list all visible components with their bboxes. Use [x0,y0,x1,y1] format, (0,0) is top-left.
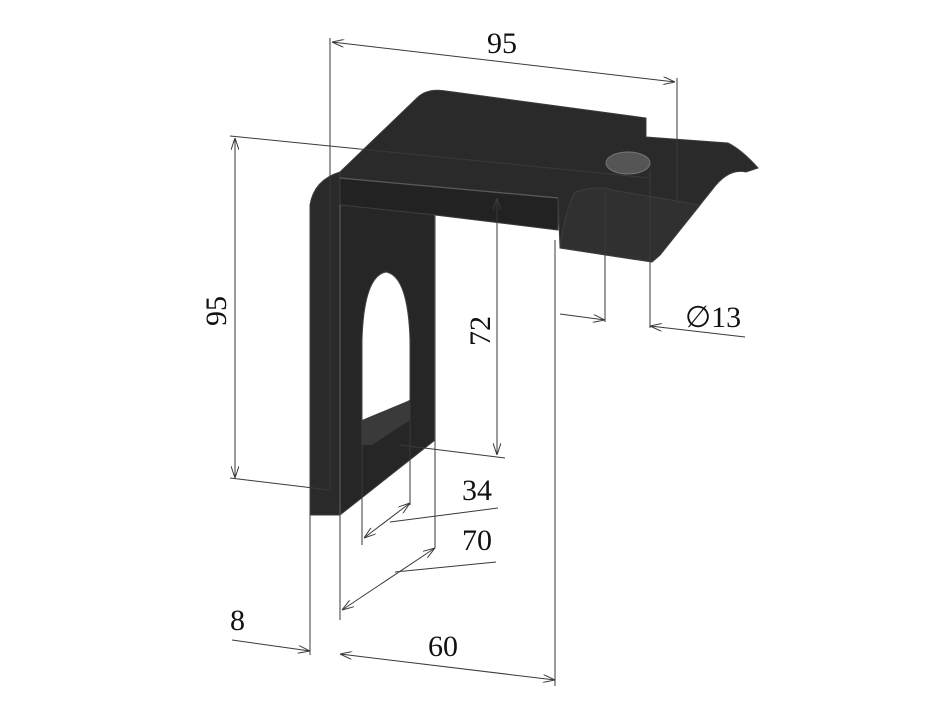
dim-left-height: 95 [200,296,233,326]
dim-inner-height: 72 [464,316,497,346]
round-hole [605,151,651,175]
bracket-part [309,89,759,517]
dim-slot-length: 70 [462,524,492,557]
vertical-plate-side [309,171,341,516]
dim-top-width: 95 [487,27,517,60]
cradle-end [559,187,701,263]
dim-plate-width: 60 [428,630,458,663]
slot-inner-wall [362,400,410,445]
slot-opening [361,271,411,447]
dim-thickness: 8 [230,604,245,637]
dim-slot-width: 34 [462,474,492,507]
dimension-lines [229,38,746,686]
dim-hole-diameter: ∅13 [685,301,741,334]
